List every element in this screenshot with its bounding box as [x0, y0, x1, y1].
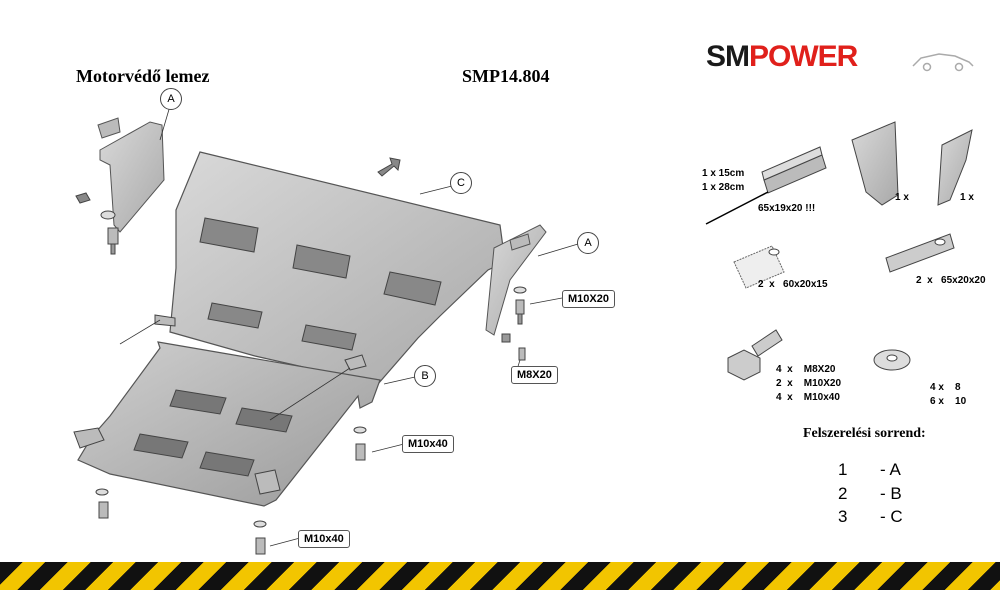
- lower-plate-b: [73, 341, 381, 507]
- sequence-part-1: - A: [880, 460, 901, 479]
- bolt-list-3: 4 x M10x40: [776, 392, 840, 403]
- bracket-1-qty: 1 x: [895, 192, 909, 203]
- bar-length-1: 1 x 15cm: [702, 168, 745, 179]
- sequence-part-3: - C: [880, 507, 903, 526]
- bar-length-2: 1 x 28cm: [702, 182, 745, 193]
- block-60x20x15: [733, 245, 785, 289]
- washer-list-2: 6 x 10: [930, 396, 967, 407]
- bracket-left-a: [97, 117, 165, 233]
- hazard-stripe-footer: [0, 562, 1000, 590]
- sequence-num-2: 2: [838, 484, 848, 503]
- sequence-num-1: 1: [838, 460, 848, 479]
- sequence-num-3: 3: [838, 507, 848, 526]
- block-60-label: 2 x 60x20x15: [758, 279, 828, 290]
- washer-list-1: 4 x 8: [930, 382, 961, 393]
- bracket-2-qty: 1 x: [960, 192, 974, 203]
- bolt-list-2: 2 x M10X20: [776, 378, 842, 389]
- label-m10x20: M10X20: [562, 290, 615, 308]
- callout-b: B: [414, 365, 436, 387]
- callout-c: C: [450, 172, 472, 194]
- main-plate-c: [154, 151, 506, 385]
- smpower-logo: SMPOWER: [706, 40, 976, 74]
- sequence-part-2: - B: [880, 484, 902, 503]
- bracket-part-1: [851, 121, 899, 206]
- block-65x20x20: [885, 233, 955, 273]
- callout-a-right: A: [577, 232, 599, 254]
- bar-size: 65x19x20 !!!: [758, 203, 816, 214]
- block-65-label: 2 x 65x20x20: [916, 275, 986, 286]
- washer-icon: [873, 349, 911, 371]
- direction-arrow-icon: [377, 157, 401, 177]
- callout-a-top: A: [160, 88, 182, 110]
- bolt-list-1: 4 x M8X20: [776, 364, 836, 375]
- bracket-right-a: [485, 224, 547, 336]
- fasteners-right: [501, 286, 527, 361]
- sequence-title: Felszerelési sorrend:: [803, 426, 926, 441]
- bolt-set-left: [75, 192, 119, 255]
- bar-long: [705, 146, 827, 225]
- part-code: SMP14.804: [462, 66, 550, 86]
- label-m10x40-a: M10x40: [402, 435, 454, 453]
- hex-bolt-icon: [727, 329, 783, 381]
- page-title: Motorvédő lemez: [76, 66, 210, 86]
- label-m8x20: M8X20: [511, 366, 558, 384]
- label-m10x40-b: M10x40: [298, 530, 350, 548]
- car-outline-icon: [912, 53, 974, 72]
- bracket-part-2: [937, 129, 973, 206]
- fasteners-bottom: [95, 426, 367, 555]
